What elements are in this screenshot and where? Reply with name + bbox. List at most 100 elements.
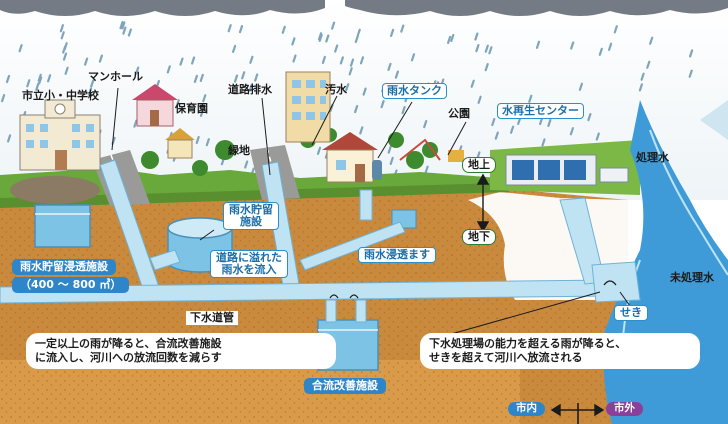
note-combined-overflow: 一定以上の雨が降ると、合流改善施設 に流入し、河川への放流回数を減らす (26, 333, 336, 370)
label-above-ground: 地上 (462, 157, 496, 174)
rain-drop (325, 34, 330, 43)
rain-drop (528, 94, 533, 103)
rain-drop (349, 58, 355, 67)
label-manhole: マンホール (88, 70, 143, 83)
rain-drop (598, 47, 603, 56)
rain-drop (423, 119, 428, 129)
label-water-center: 水再生センター (497, 103, 584, 120)
rain-drop (227, 24, 232, 33)
rain-drop (510, 125, 515, 134)
rain-drop (646, 60, 651, 69)
rain-drop (90, 79, 95, 88)
rain-drop (119, 21, 124, 30)
rain-drop (98, 54, 104, 63)
label-nursery: 保育園 (175, 102, 208, 115)
rain-drop (613, 25, 618, 34)
rain-drop (470, 79, 475, 88)
rain-drop (389, 156, 394, 165)
rain-drop (640, 72, 645, 81)
label-outside-city: 市外 (606, 402, 643, 416)
rain-drop (179, 57, 184, 66)
rain-drop (688, 49, 694, 58)
label-school: 市立小・中学校 (22, 89, 99, 102)
rain-drop (241, 71, 246, 80)
nursery-building (132, 84, 178, 127)
rain-drop (248, 83, 253, 92)
rain-drop (233, 74, 239, 83)
rain-drop (450, 33, 455, 43)
rain-drop (316, 146, 322, 155)
rain-tank (372, 160, 382, 180)
rain-drop (331, 21, 336, 30)
rain-drop (254, 73, 259, 82)
rain-drop (175, 99, 180, 108)
label-storage-capacity: （400 ～ 800 ㎥） (12, 277, 130, 294)
rain-drop (587, 112, 592, 122)
label-park: 公園 (448, 107, 470, 120)
rain-drop (401, 105, 406, 115)
rain-drop (122, 26, 127, 35)
label-road-overflow: 道路に溢れた 雨水を流入 (210, 250, 288, 279)
rain-drop (474, 32, 479, 41)
rain-drop (291, 37, 296, 46)
flow-arrow-right (700, 100, 728, 140)
label-storage-facility: 雨水貯留 施設 (223, 202, 279, 231)
rain-drop (232, 44, 237, 54)
rain-drop (317, 32, 323, 41)
rain-drop (334, 44, 339, 53)
label-green-area: 緑地 (228, 144, 250, 157)
water-reclamation-center (505, 154, 629, 186)
rain-drop (193, 74, 198, 84)
rain-drop (339, 56, 344, 65)
label-combined-facility: 合流改善施設 (304, 378, 386, 395)
rain-drop (83, 57, 89, 66)
school-building (19, 99, 101, 171)
rain-drop (63, 42, 68, 51)
rain-drop (484, 44, 489, 53)
rain-drop (345, 83, 350, 92)
rain-drop (595, 132, 600, 141)
rain-drop (64, 66, 69, 75)
city-boundary-arrow (550, 403, 605, 424)
rain-drop (37, 73, 42, 82)
house-with-rain-tank (322, 132, 378, 183)
rain-drop (281, 25, 286, 34)
rain-drop (638, 83, 644, 92)
rain-drop (26, 79, 31, 88)
pipes (0, 159, 641, 304)
rain-drop (547, 118, 552, 128)
rain-drop (410, 53, 416, 62)
rain-drop (394, 70, 399, 79)
rain-drop (484, 62, 489, 72)
label-sewer-pipe: 下水道管 (186, 311, 238, 326)
rain-drop (133, 119, 138, 128)
above-below-arrow (476, 173, 490, 233)
rain-cloud-right (345, 0, 728, 16)
rain-drop (205, 138, 210, 147)
rain-drop (238, 25, 244, 34)
rain-drop (135, 66, 140, 75)
rain-drop (607, 42, 613, 51)
rain-drop (60, 31, 65, 40)
label-road-drain: 道路排水 (228, 83, 272, 96)
rain-drop (321, 55, 326, 65)
rain-drop (62, 52, 68, 61)
rain-drop (570, 41, 575, 50)
school-ground (10, 176, 100, 204)
rain-drop (7, 134, 12, 143)
rain-drop (354, 104, 359, 114)
label-sewage: 汚水 (325, 83, 347, 96)
house (167, 139, 193, 159)
rain-drop (356, 28, 361, 37)
rain-drop (244, 160, 249, 169)
rain-drop (202, 94, 207, 103)
rain-drop (127, 28, 132, 37)
playground (399, 138, 464, 162)
rain-cloud-left (0, 0, 325, 16)
rain-drop (18, 44, 23, 53)
rain-drop (38, 76, 43, 85)
rain-drop (424, 165, 429, 174)
label-weir: せき (614, 305, 648, 322)
rain-drop (35, 82, 40, 91)
